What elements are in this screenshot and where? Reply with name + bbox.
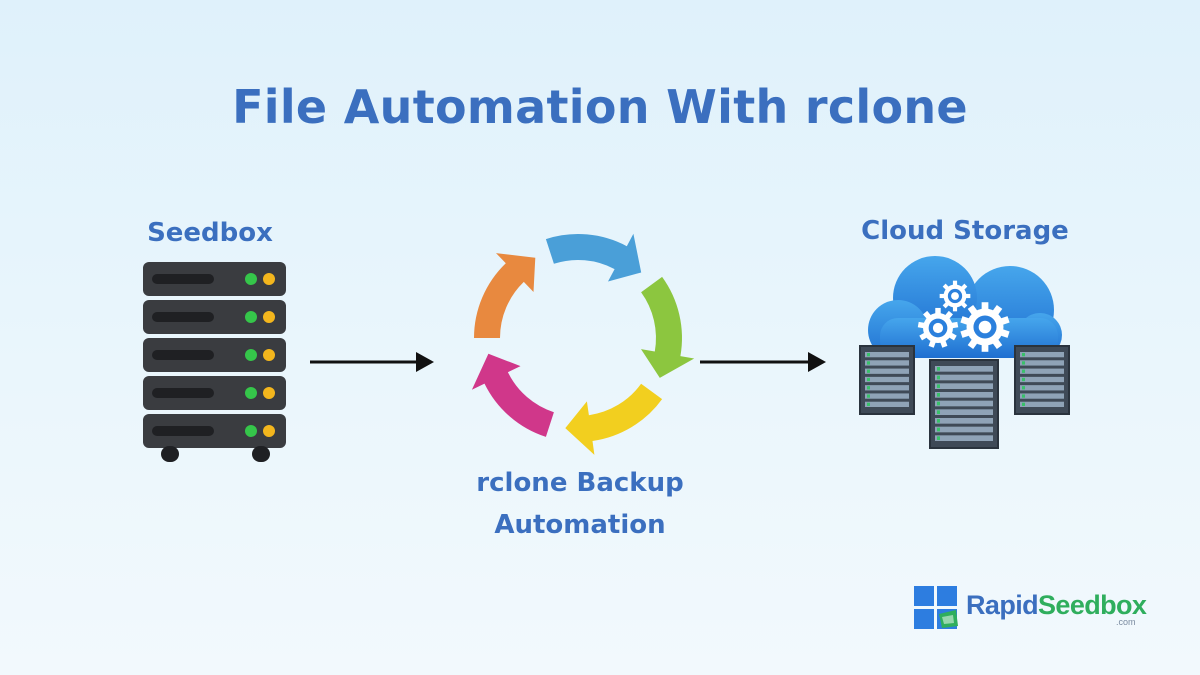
cloud-storage-label: Cloud Storage bbox=[861, 216, 1069, 246]
rclone-label-line1: rclone Backup bbox=[476, 468, 684, 498]
rapidseedbox-logo-icon bbox=[914, 586, 958, 629]
logo-part1: Rapid bbox=[966, 590, 1039, 620]
cloud-shape bbox=[868, 256, 1062, 360]
edge-seedbox-to-rclone bbox=[310, 352, 434, 372]
gear-icon bbox=[939, 280, 971, 312]
logo-part2: Seedbox bbox=[1038, 590, 1147, 620]
rclone-label-line2: Automation bbox=[494, 510, 666, 540]
rapidseedbox-logo: RapidSeedbox .com bbox=[912, 584, 1152, 632]
server-tower-right bbox=[1014, 345, 1070, 415]
server-tower-center bbox=[929, 359, 999, 449]
gear-icon bbox=[917, 307, 959, 348]
gear-icon bbox=[960, 302, 1010, 352]
cycle-arrow-green bbox=[641, 276, 695, 378]
gear-icons bbox=[917, 280, 1010, 352]
rclone-automation-label: rclone Backup Automation bbox=[440, 462, 720, 546]
logo-suffix: .com bbox=[1116, 617, 1136, 627]
server-rack bbox=[143, 262, 286, 462]
cycle-arrow-magenta bbox=[471, 353, 554, 437]
cycle-arrows bbox=[471, 233, 695, 455]
edge-rclone-to-cloud bbox=[700, 352, 826, 372]
logo-wordmark: RapidSeedbox bbox=[966, 590, 1147, 621]
page-title: File Automation With rclone bbox=[232, 80, 968, 134]
seedbox-label: Seedbox bbox=[147, 218, 273, 248]
cycle-arrow-yellow bbox=[565, 383, 663, 455]
cycle-arrow-orange bbox=[474, 253, 536, 338]
server-towers bbox=[859, 345, 1070, 449]
cycle-arrow-blue bbox=[545, 233, 642, 282]
server-tower-left bbox=[859, 345, 915, 415]
